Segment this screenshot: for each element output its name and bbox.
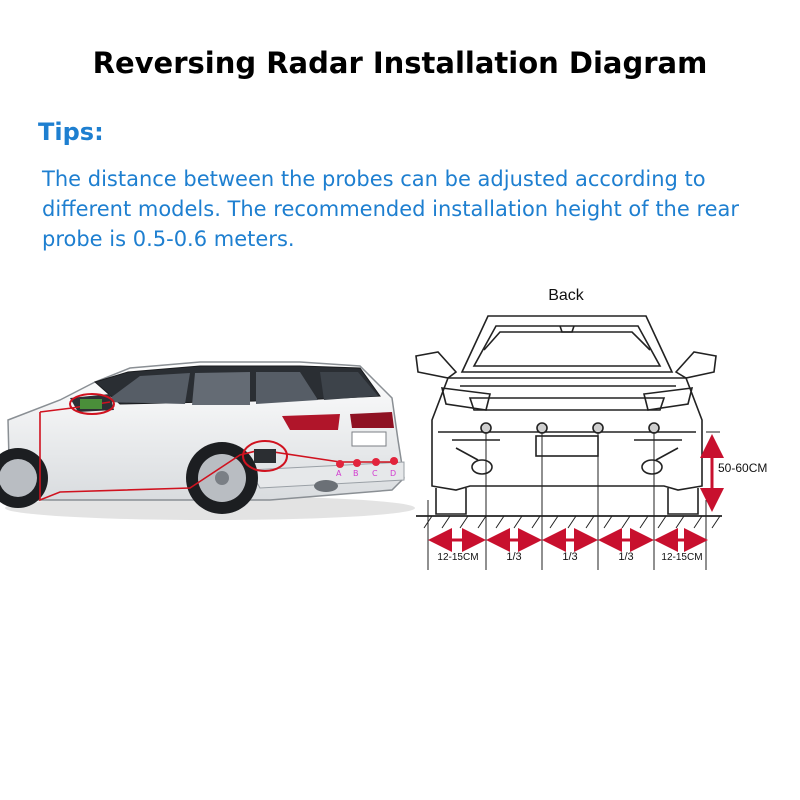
spacing-label-2: 1/3 xyxy=(562,551,577,563)
probe-letter-d: D xyxy=(390,469,396,478)
spacing-dimensions: 12-15CM 1/3 1/3 1/3 12-15CM xyxy=(428,528,708,563)
probe-dot-b xyxy=(353,459,361,467)
car-side-illustration xyxy=(0,361,415,520)
tips-text: The distance between the probes can be a… xyxy=(42,167,740,251)
probe-letter-a: A xyxy=(336,469,342,478)
spacing-label-1: 1/3 xyxy=(506,551,521,563)
diagram-title: Reversing Radar Installation Diagram xyxy=(92,46,708,80)
rear-view-drawing: Back xyxy=(415,287,722,570)
back-label: Back xyxy=(548,287,585,304)
car-probe-markers: A B C D xyxy=(336,457,398,478)
spacing-label-left: 12-15CM xyxy=(437,552,478,563)
probe-letter-c: C xyxy=(372,469,378,478)
spacing-label-3: 1/3 xyxy=(618,551,633,563)
probe-dot-a xyxy=(336,460,344,468)
probe-letter-b: B xyxy=(353,469,359,478)
tips-heading: Tips: xyxy=(38,118,104,146)
probe-dot-d xyxy=(390,457,398,465)
height-dimension: 50-60CM xyxy=(700,431,767,512)
probe-dot-c xyxy=(372,458,380,466)
spacing-label-right: 12-15CM xyxy=(661,552,702,563)
height-label: 50-60CM xyxy=(718,461,767,475)
